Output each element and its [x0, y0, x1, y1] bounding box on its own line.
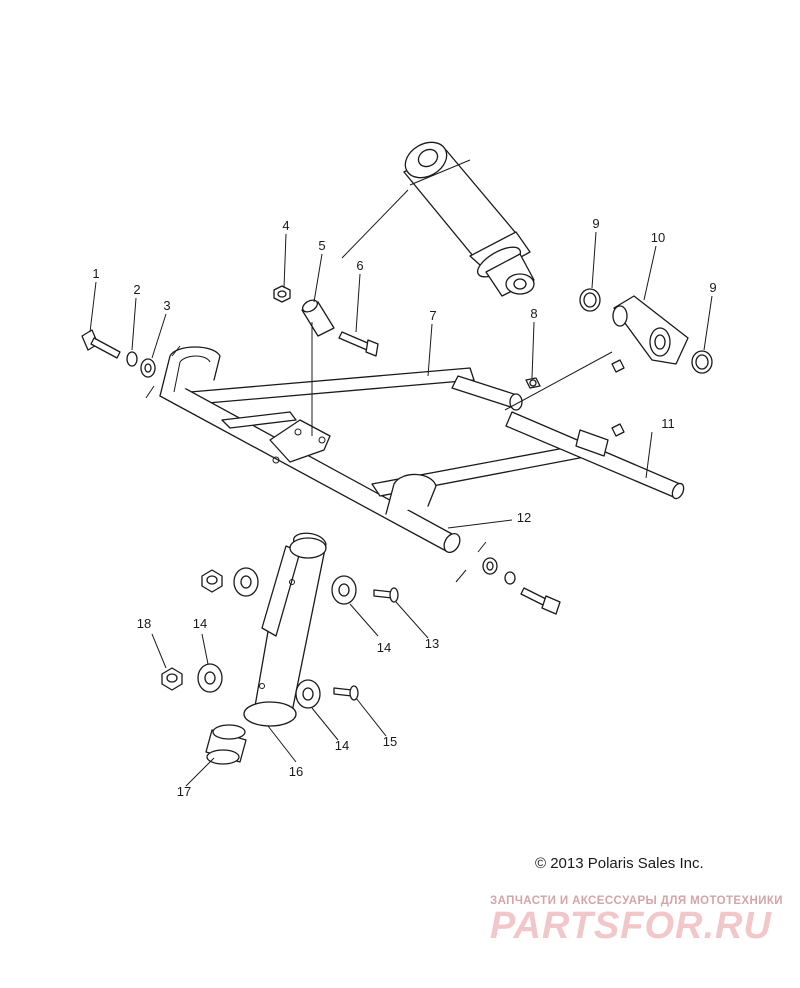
shock-absorber — [403, 141, 535, 297]
bolt — [81, 329, 121, 359]
callouts: 1 2 3 4 5 6 7 8 9 10 9 11 12 13 14 14 14… — [92, 216, 716, 799]
callout-5: 5 — [318, 238, 325, 253]
callout-14-b: 14 — [193, 616, 207, 631]
callout-6: 6 — [356, 258, 363, 273]
callout-7: 7 — [429, 308, 436, 323]
spacer — [295, 679, 321, 709]
spacer — [331, 575, 357, 605]
callout-4: 4 — [282, 218, 289, 233]
washer — [140, 358, 156, 378]
callout-17: 17 — [177, 784, 191, 799]
nut — [273, 285, 291, 303]
bushing — [301, 299, 335, 337]
link-arm — [243, 532, 327, 727]
nut — [201, 569, 223, 593]
watermark-logo: PARTSFOR.RU — [490, 905, 772, 947]
callout-9-upper: 9 — [592, 216, 599, 231]
spacer — [197, 663, 223, 693]
callout-10: 10 — [651, 230, 665, 245]
callout-3: 3 — [163, 298, 170, 313]
callout-18: 18 — [137, 616, 151, 631]
spindle — [612, 295, 689, 365]
pin — [373, 587, 399, 603]
spacer — [233, 567, 259, 597]
washer — [126, 351, 138, 367]
leader-lines — [89, 189, 713, 787]
callout-2: 2 — [133, 282, 140, 297]
callout-1: 1 — [92, 266, 99, 281]
callout-12: 12 — [517, 510, 531, 525]
watermark-tagline: ЗАПЧАСТИ И АКСЕССУАРЫ ДЛЯ МОТОТЕХНИКИ — [490, 895, 783, 907]
callout-9-right: 9 — [709, 280, 716, 295]
swing-arm — [159, 346, 685, 553]
washer — [579, 288, 601, 312]
washer — [691, 350, 713, 374]
callout-14-c: 14 — [335, 738, 349, 753]
grease-fitting — [611, 423, 625, 437]
callout-11: 11 — [661, 416, 675, 431]
bolt — [520, 587, 561, 615]
centerline — [145, 345, 613, 583]
callout-16: 16 — [289, 764, 303, 779]
grease-fitting — [525, 377, 541, 389]
washer — [504, 571, 516, 585]
pin — [333, 685, 359, 701]
washer — [482, 557, 498, 575]
bushing — [205, 724, 247, 765]
callout-15: 15 — [383, 734, 397, 749]
nut — [161, 667, 183, 691]
copyright-notice: © 2013 Polaris Sales Inc. — [535, 855, 704, 872]
callout-8: 8 — [530, 306, 537, 321]
bolt — [338, 331, 379, 357]
grease-fitting — [611, 359, 625, 373]
callout-13: 13 — [425, 636, 439, 651]
callout-14-a: 14 — [377, 640, 391, 655]
